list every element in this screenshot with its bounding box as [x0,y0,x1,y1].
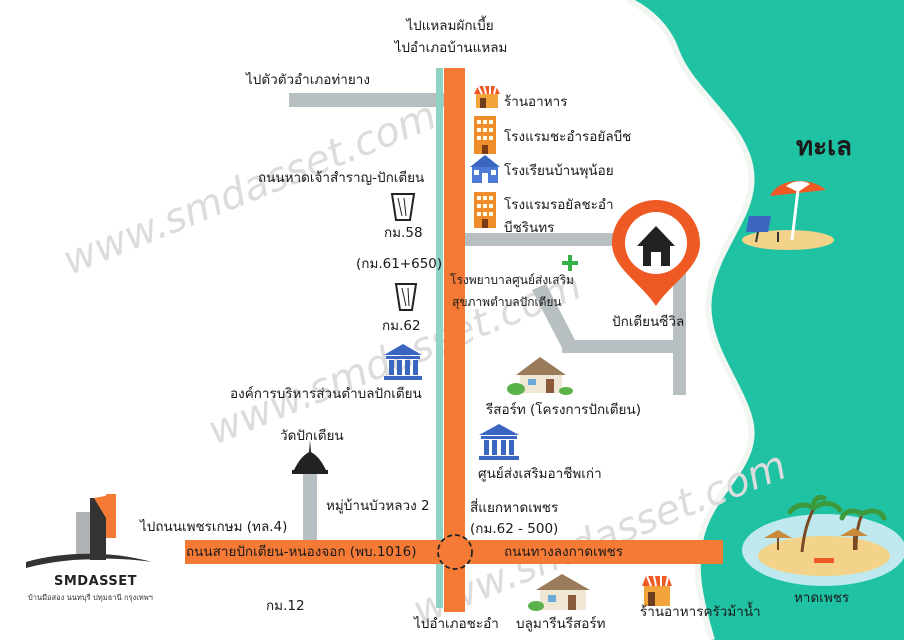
plus-icon [562,255,578,271]
label-km61: (กม.61+650) [356,256,443,272]
label-km62: กม.62 [382,318,421,334]
lamp-icon [390,193,416,221]
label-chao-samran-road: ถนนหาดเจ้าสำราญ-ปักเตียน [258,170,425,186]
brand-subtitle: บ้านมือสอง นนทบุรี ปทุมธานี กรุงเทพฯ [28,593,153,602]
label-hotel-royal-cha-am: โรงแรมรอยัลชะอำ [504,197,614,213]
road-to-villa [465,233,625,246]
label-to-cha-am: ไปอำเภอชะอำ [414,616,499,632]
restaurant-icon [642,575,672,606]
label-main-road: ถนนสายปักเตียน-หนองจอก (พบ.1016) [186,544,417,560]
label-hotel-beach-rin: บีชรินทร [504,220,555,236]
label-sao-office: องค์การบริหารส่วนตำบลปักเตียน [230,386,422,402]
intersection-circle [437,534,473,570]
label-restaurant: ร้านอาหาร [504,94,568,110]
lamp-icon [394,283,418,311]
house-icon [507,357,573,395]
side-roads [289,93,686,542]
label-intersection: สี่แยกหาดเพชร [470,500,559,516]
label-bulmarin-resort: บลูมารีนรีสอร์ท [516,616,606,632]
label-resort: รีสอร์ท (โครงการปักเตียน) [486,402,641,418]
label-elderly-center: ศูนย์ส่งเสริมอาชีพเก่า [478,466,602,482]
label-wat-pakthian: วัดปักเตียน [280,428,344,444]
villa-road-vertical [673,265,686,395]
lower-connector [562,340,686,353]
label-to-phetkasem: ไปถนนเพชรเกษม (ทล.4) [140,519,288,535]
label-to-tha-yang: ไปตัวตัวอำเภอท่ายาง [246,72,370,88]
label-village: หมู่บ้านบัวหลวง 2 [326,498,430,514]
beach-island-icon [742,495,904,586]
label-hat-phet: หาดเพชร [794,590,850,606]
government-building-icon [384,344,422,380]
restaurant-icon [474,85,500,108]
school-icon [470,155,500,183]
pagoda-icon [292,440,328,474]
label-to-ban-laem: ไปอำเภอบ้านแหลม [394,40,508,56]
main-road-vertical-thin [436,68,443,608]
label-hotel-cha-am-royal-beach: โรงแรมชะอำรอยัลบีช [504,129,632,145]
hotel-icon [474,116,496,154]
label-km12: กม.12 [266,598,305,614]
road-to-tha-yang [289,93,447,107]
label-restaurant-2: ร้านอาหารครัวม้าน้ำ [640,604,761,620]
label-sea: ทะเล [796,132,852,162]
label-pakthian-villa: ปักเตียนซีวิล [612,314,685,330]
wat-road [303,472,317,542]
diagonal-road [532,284,576,348]
label-km58: กม.58 [384,225,423,241]
shore-line [626,0,755,640]
brand-name: SMDASSET [54,574,138,589]
house-icon [528,574,590,611]
beach-umbrella-icon [742,180,834,250]
label-hospital-line1: โรงพยาบาลศูนย์ส่งเสริม [450,273,574,287]
sea-area [628,0,904,640]
hotel-icon [474,192,496,228]
brand-logo-icon [26,494,152,568]
label-school: โรงเรียนบ้านพุน้อย [504,163,614,179]
main-road-vertical [444,68,465,612]
label-intersection-km: (กม.62 - 500) [470,521,559,537]
label-to-laem-phak-bia: ไปแหลมผักเบี้ย [406,18,494,34]
label-hospital-line2: สุขภาพตำบลปักเตียน [452,295,562,309]
home-marker-icon [612,200,700,306]
government-building-icon [479,424,519,460]
label-beach-road: ถนนทางลงกาดเพชร [504,544,624,560]
main-road-horizontal [185,540,723,564]
